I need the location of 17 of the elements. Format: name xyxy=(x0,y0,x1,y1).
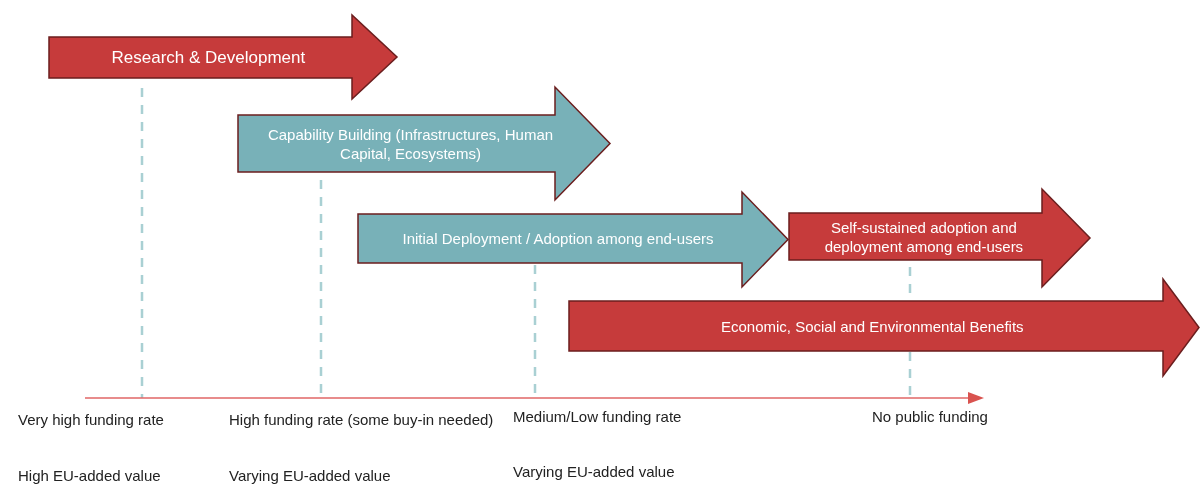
note-text: No public funding xyxy=(872,407,989,426)
note-text: Medium/Low funding rate xyxy=(513,407,683,426)
phase-label: Capability Building (Infrastructures, Human Capital, Ecosystems) xyxy=(266,124,555,164)
phase-label: Economic, Social and Environmental Benefits xyxy=(719,316,1025,337)
phase-band xyxy=(789,189,1090,287)
phase-label: Research & Development xyxy=(110,47,307,69)
note-text: Varying EU-added value xyxy=(513,462,676,481)
note-text: High funding rate (some buy-in needed) xyxy=(229,410,495,429)
phase-label: Self-sustained adoption and deployment among end-users xyxy=(823,217,1025,257)
phase-band xyxy=(238,87,610,200)
note-text: Varying EU-added value xyxy=(229,466,392,484)
phase-band xyxy=(569,279,1199,376)
phase-label: Initial Deployment / Adoption among end-users xyxy=(401,229,715,249)
note-text: Very high funding rate xyxy=(18,410,165,429)
note-text: High EU-added value xyxy=(18,466,162,484)
phase-band xyxy=(358,192,788,287)
phase-band xyxy=(49,15,397,99)
